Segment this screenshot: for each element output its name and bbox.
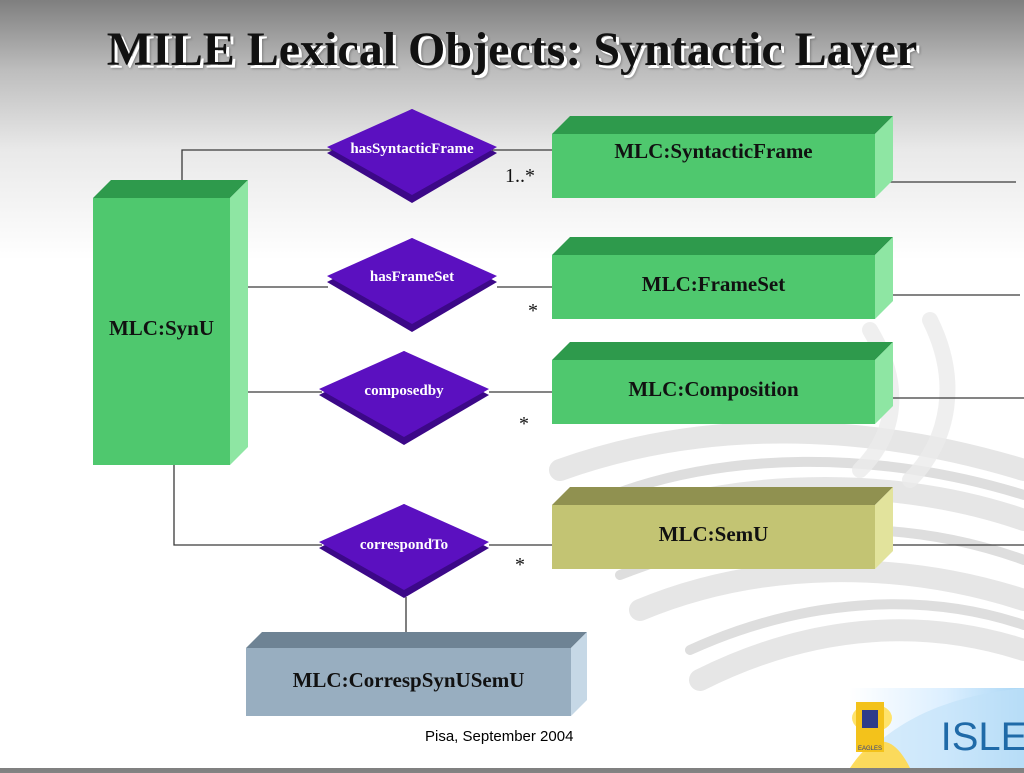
corresp-shape — [246, 632, 587, 716]
composition-box[interactable]: MLC:Composition — [552, 342, 893, 424]
footer-text: Pisa, September 2004 — [425, 728, 574, 745]
relation-label: hasSyntacticFrame — [350, 141, 474, 157]
composition-shape — [552, 342, 893, 424]
multiplicity-syntactic-frame: 1..* — [505, 165, 535, 187]
line-synu-correspondto — [173, 464, 322, 546]
semu-box[interactable]: MLC:SemU — [552, 487, 893, 569]
line-synu-hassyntacticframe — [181, 149, 335, 182]
syntactic-frame-label: MLC:SyntacticFrame — [614, 138, 813, 163]
corresp-box[interactable]: MLC:CorrespSynUSemU — [246, 632, 587, 716]
frameset-shape — [552, 237, 893, 319]
slide-title: MILE Lexical Objects: Syntactic Layer — [106, 23, 918, 76]
composition-label: MLC:Composition — [628, 376, 799, 401]
relation-label: hasFrameSet — [369, 269, 455, 285]
relation-composedby[interactable]: composedby — [319, 351, 489, 445]
relation-has-syntactic-frame[interactable]: hasSyntacticFrame — [327, 109, 497, 203]
relation-label: composedby — [364, 383, 444, 399]
relation-label: correspondTo — [359, 537, 449, 553]
multiplicity-semu: * — [515, 554, 525, 576]
synu-box[interactable]: MLC:SynU — [93, 180, 248, 465]
syntactic-frame-box[interactable]: MLC:SyntacticFrame — [552, 116, 893, 198]
corresp-label: MLC:CorrespSynUSemU — [292, 667, 525, 692]
logo-text: ISLE — [941, 715, 1024, 759]
synu-label: MLC:SynU — [108, 316, 214, 340]
isle-logo: EAGLES ISLE — [850, 688, 1024, 768]
frameset-box[interactable]: MLC:FrameSet — [552, 237, 893, 319]
frameset-label: MLC:FrameSet — [641, 271, 786, 296]
synu-box-shape — [93, 180, 248, 465]
diamond-shape — [327, 109, 497, 203]
relation-has-frame-set[interactable]: hasFrameSet — [327, 238, 497, 332]
diamond-shape — [319, 351, 489, 445]
multiplicity-composition: * — [519, 413, 529, 435]
semu-label: MLC:SemU — [658, 521, 769, 546]
diamond-shape — [327, 238, 497, 332]
logo-small-text: EAGLES — [858, 746, 882, 752]
isle-logo-art: EAGLES ISLE — [850, 688, 1024, 768]
relation-correspond-to[interactable]: correspondTo — [319, 504, 489, 598]
multiplicity-frame-set: * — [528, 300, 538, 322]
syntactic-frame-shape — [552, 116, 893, 198]
diamond-shape — [319, 504, 489, 598]
semu-shape — [552, 487, 893, 569]
